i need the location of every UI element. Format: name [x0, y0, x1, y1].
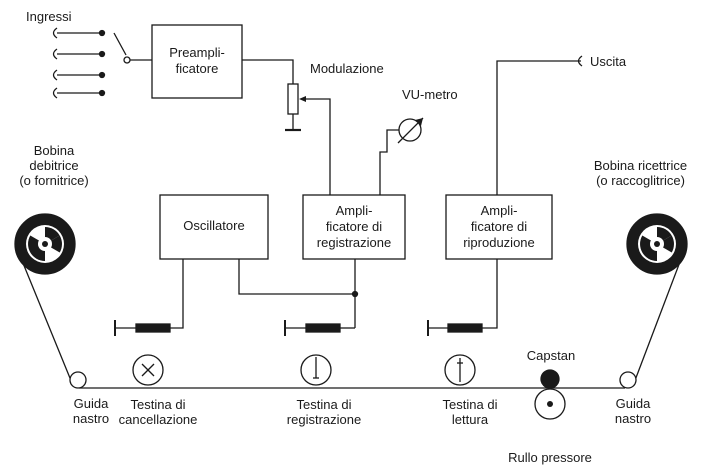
record-head-wiring — [284, 320, 355, 336]
takeup-reel-label: Bobina ricettrice (o raccoglitrice) — [593, 158, 688, 188]
playback-amp-box — [445, 194, 553, 260]
record-head-label: Testina di registrazione — [286, 397, 362, 427]
tape-guide-left-label: Guida nastro — [72, 396, 110, 426]
supply-reel — [14, 213, 76, 275]
tape-guide-right-label: Guida nastro — [614, 396, 652, 426]
modulation-label: Modulazione — [310, 61, 384, 76]
play-head-wiring — [427, 259, 498, 336]
playback-amp-label: Ampli- ficatore di riproduzione — [463, 203, 535, 250]
modulation-potentiometer — [285, 83, 331, 195]
oscillator-box — [159, 194, 269, 260]
oscillator-label: Oscillatore — [183, 218, 245, 233]
tape-guide-left — [69, 371, 87, 389]
tape-path — [15, 245, 687, 389]
record-head-symbol — [300, 354, 332, 386]
capstan — [540, 369, 560, 389]
record-amp-box — [302, 194, 406, 260]
erase-head-symbol — [132, 354, 164, 386]
output-label: Uscita — [590, 54, 627, 69]
supply-reel-label: Bobina debitrice (o fornitrice) — [19, 143, 89, 188]
erase-head-label: Testina di cancellazione — [118, 397, 198, 427]
tape-guide-right — [619, 371, 637, 389]
record-amp-label: Ampli- ficatore di registrazione — [316, 203, 392, 250]
pinch-roller-label: Rullo pressore — [508, 450, 592, 465]
inputs-label: Ingressi — [26, 9, 72, 24]
capstan-label: Capstan — [526, 348, 576, 363]
input-selector-switch — [113, 32, 152, 64]
preamp-box — [151, 24, 243, 99]
takeup-reel — [626, 213, 688, 275]
vu-meter-label: VU-metro — [402, 87, 458, 102]
pinch-roller — [534, 388, 566, 420]
output-jack — [496, 55, 583, 195]
play-head-label: Testina di lettura — [442, 397, 498, 427]
vu-meter — [379, 117, 424, 195]
preamp-label: Preampli- ficatore — [169, 45, 225, 76]
play-head-symbol — [444, 354, 476, 386]
input-jacks — [52, 27, 106, 99]
erase-head-wiring — [114, 259, 184, 336]
